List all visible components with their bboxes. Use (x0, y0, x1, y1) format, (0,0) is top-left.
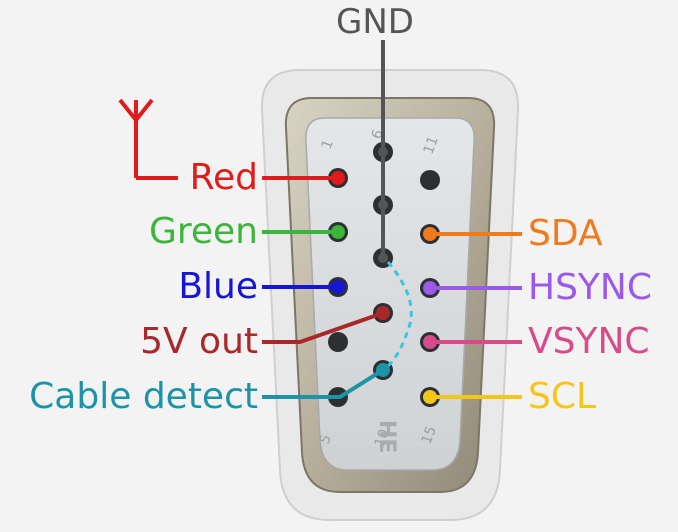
pin-number-11-mark: 11 (421, 134, 442, 156)
pin-holes (328, 142, 440, 407)
scl-pin-dot (423, 390, 437, 404)
vsync-pin-dot (423, 335, 437, 349)
blue-label: Blue (178, 266, 258, 307)
gnd-dot (378, 200, 388, 210)
gnd-dot (378, 253, 388, 263)
sda-label: SDA (528, 213, 603, 254)
blue-pin-dot (331, 280, 345, 294)
red-label: Red (189, 157, 258, 198)
gnd-dot (378, 147, 388, 157)
5v-pin-dot (376, 306, 390, 320)
pin-hole (420, 170, 440, 190)
5v-leader-line (262, 311, 384, 344)
cable-detect-pin-dot (376, 363, 390, 377)
green-pin-dot (331, 225, 345, 239)
molded-logo-mark: HE (374, 420, 399, 453)
antenna-icon (118, 98, 178, 180)
scl-label: SCL (528, 376, 597, 417)
vsync-label: VSYNC (528, 321, 650, 362)
pin-hole (328, 332, 348, 352)
red-pin-dot (331, 171, 345, 185)
pin-number-10-mark: 10 (372, 427, 393, 449)
pin-number-15-mark: 15 (419, 424, 440, 446)
green-label: Green (148, 211, 258, 252)
gnd-label: GND (336, 2, 414, 42)
cable-detect-label: Cable detect (29, 376, 258, 417)
sda-pin-dot (423, 227, 437, 241)
hsync-pin-dot (423, 281, 437, 295)
hsync-label: HSYNC (528, 267, 652, 308)
cable-detect-bridge (382, 261, 413, 372)
cable-detect-leader-line (262, 368, 385, 399)
5v-out-label: 5V out (140, 321, 258, 362)
connector-insulator (305, 117, 475, 471)
